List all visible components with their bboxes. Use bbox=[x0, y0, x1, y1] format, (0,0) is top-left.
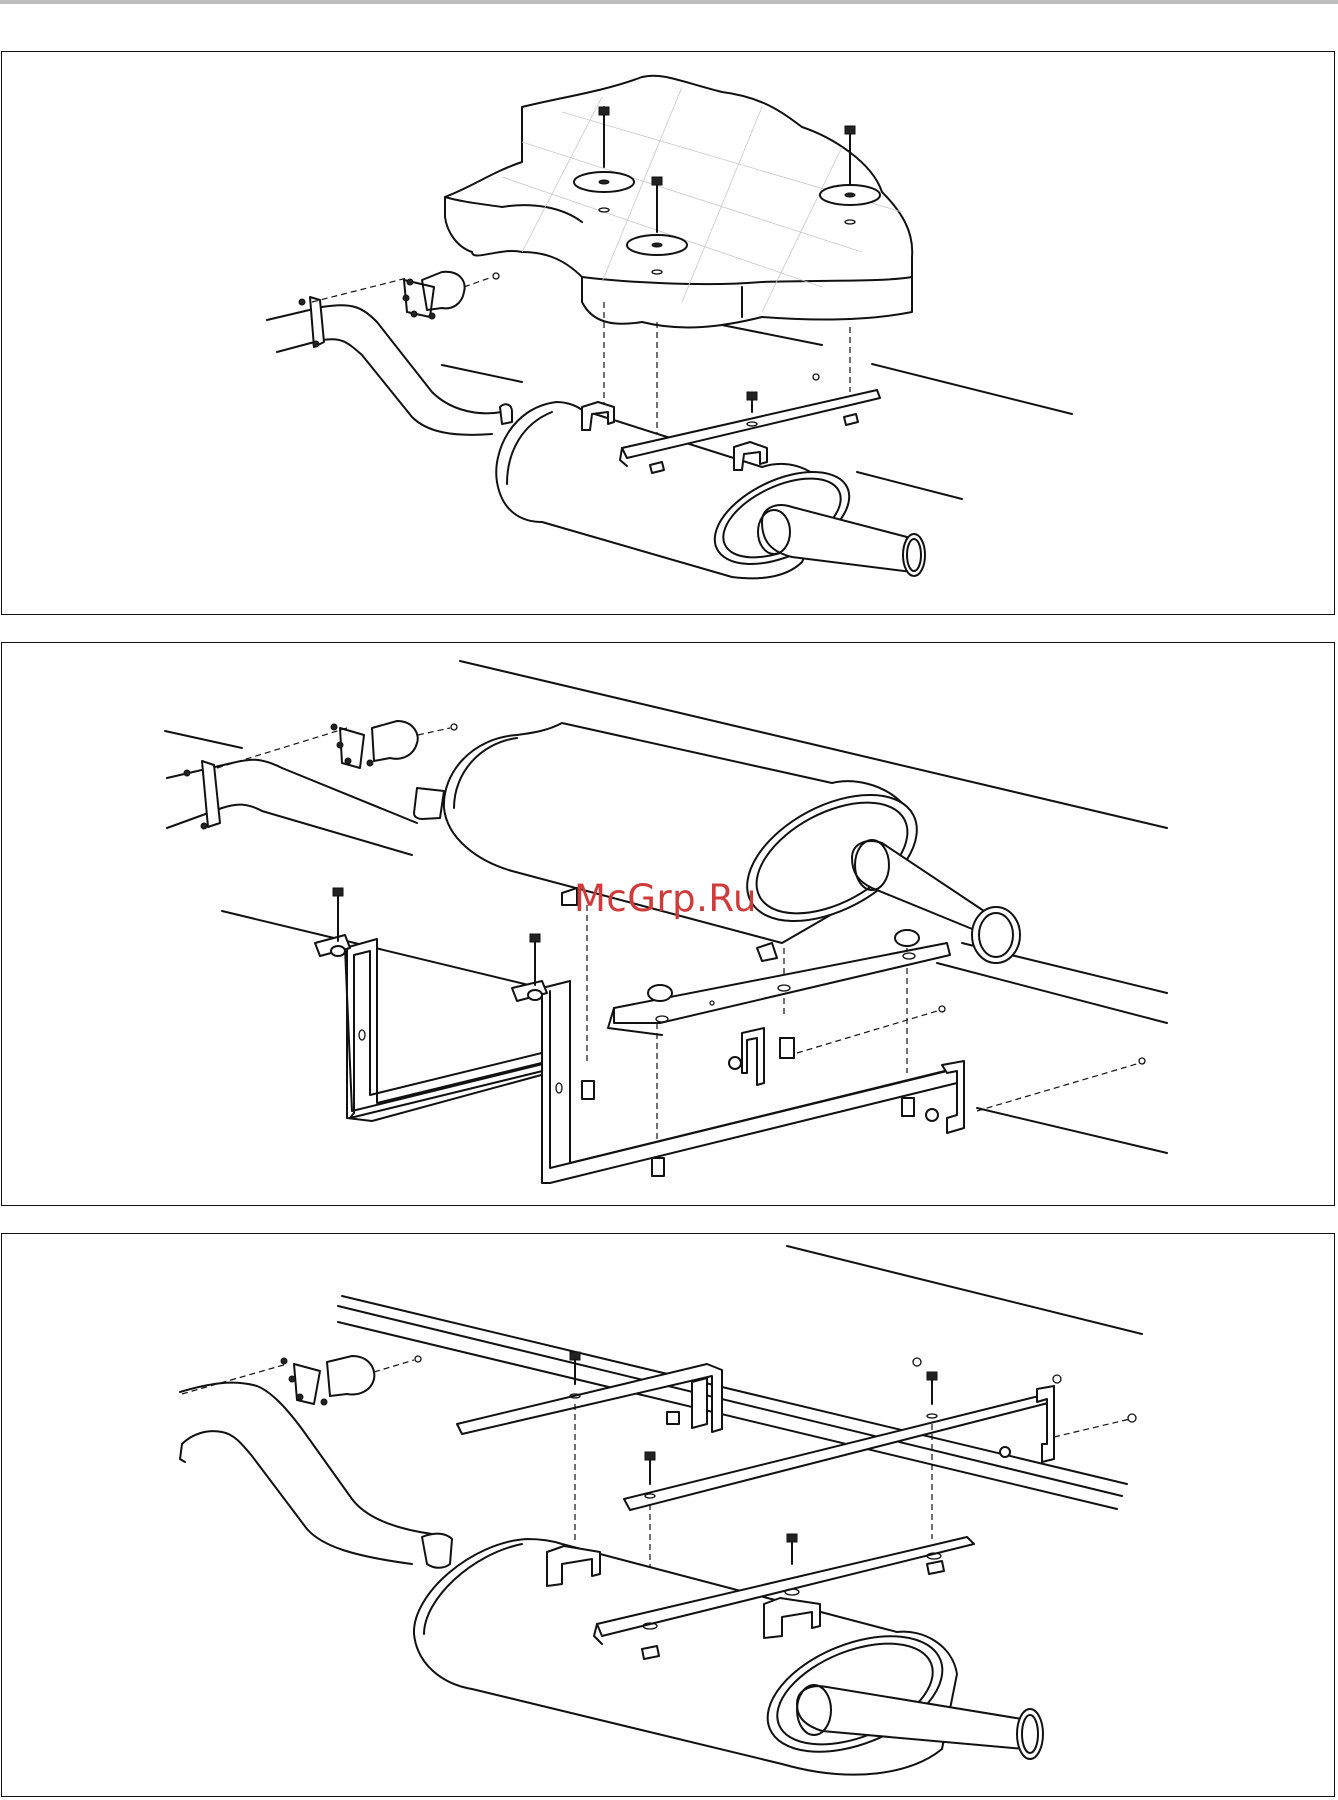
rear-silencer bbox=[414, 723, 1020, 963]
bolt-icon bbox=[530, 934, 540, 942]
hanger-bracket-left bbox=[315, 888, 567, 1121]
nut-icon bbox=[642, 1646, 659, 1659]
exhaust-diagram-3 bbox=[2, 1234, 1335, 1797]
bolt-icon bbox=[652, 177, 662, 185]
bolt-icon bbox=[570, 1352, 580, 1360]
bolt-icon bbox=[599, 107, 609, 115]
bolt-icon bbox=[780, 1038, 794, 1058]
nut-icon bbox=[927, 1561, 944, 1574]
watermark-text: McGrp.Ru bbox=[574, 877, 757, 920]
bolt-icon bbox=[645, 1452, 655, 1460]
rubber-mount-icon bbox=[403, 272, 499, 319]
exhaust-diagram-2 bbox=[2, 643, 1335, 1206]
bolt-icon bbox=[582, 1081, 594, 1099]
bolt-icon bbox=[652, 1158, 664, 1176]
rubber-mount-icon bbox=[331, 721, 457, 768]
bolt-icon bbox=[902, 1098, 914, 1116]
diagram-panel-floor-mount bbox=[1, 51, 1335, 615]
nut-icon bbox=[895, 930, 919, 946]
bolt-icon bbox=[667, 1412, 679, 1424]
front-pipe bbox=[180, 1364, 432, 1564]
bolt-icon bbox=[787, 1534, 797, 1542]
pipe-clamp-icon bbox=[310, 297, 324, 347]
nut-icon bbox=[648, 985, 672, 1001]
bolt-icon bbox=[333, 888, 343, 896]
nut-icon bbox=[331, 946, 345, 956]
front-pipe bbox=[267, 278, 502, 435]
bolt-icon bbox=[747, 392, 757, 400]
top-rule bbox=[0, 0, 1338, 4]
nut-icon bbox=[528, 990, 542, 1000]
nut-icon bbox=[844, 414, 858, 425]
bolt-icon bbox=[845, 126, 855, 134]
diagram-panel-hanger-brackets bbox=[1, 642, 1335, 1206]
bolt-icon bbox=[927, 1372, 937, 1380]
cross-bracket-upper bbox=[457, 1352, 722, 1434]
nut-icon bbox=[650, 462, 664, 473]
exhaust-diagram-1 bbox=[2, 52, 1335, 615]
pipe-clamp-icon bbox=[202, 761, 220, 827]
rear-silencer bbox=[414, 1534, 1043, 1775]
diagram-panel-cross-rails bbox=[1, 1233, 1335, 1797]
rubber-mount-icon bbox=[281, 1356, 421, 1405]
